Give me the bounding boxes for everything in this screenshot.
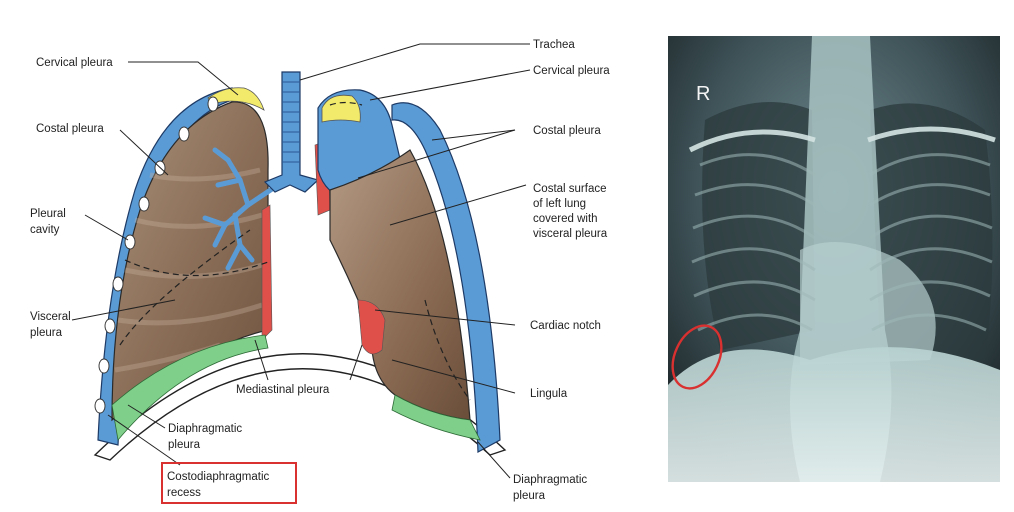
label-costal-surface-2: of left lung [533,198,586,210]
label-diaphragmatic-pleura-left-2: pleura [168,439,201,451]
label-visceral-pleura-2: pleura [30,327,63,339]
label-costal-surface-1: Costal surface [533,183,607,195]
label-diaphragmatic-pleura-right-2: pleura [513,490,546,502]
leader-lines [71,43,531,479]
right-diaphragmatic-pleura [111,334,269,441]
label-visceral-pleura-1: Visceral [30,311,71,323]
label-costal-pleura-right: Costal pleura [533,125,601,137]
label-lingula: Lingula [530,388,568,400]
label-costodiaphragmatic-recess-2: recess [167,487,201,499]
recess-highlight-box [161,462,297,504]
xray-side-marker: R [696,83,710,105]
fissure-lines [119,101,471,401]
left-diaphragmatic-pleura [391,394,481,441]
left-cervical-pleura [321,94,361,123]
label-cardiac-notch: Cardiac notch [530,320,601,332]
label-costal-surface-4: visceral pleura [533,228,608,240]
right-cervical-pleura [207,87,265,111]
cardiac-notch [357,299,386,355]
label-diaphragmatic-pleura-left-1: Diaphragmatic [168,423,242,435]
xray-clavicles [688,126,996,153]
label-pleural-cavity-2: cavity [30,224,60,236]
chest-xray: R [668,36,1000,482]
rib-sections [94,96,219,414]
xray-heart-shadow [800,242,936,365]
label-costal-surface-3: covered with [533,213,598,225]
left-costal-pleura [391,102,501,453]
label-trachea: Trachea [533,39,575,51]
label-mediastinal-pleura: Mediastinal pleura [236,384,330,396]
bronchial-tree [202,147,281,271]
label-cervical-pleura-right: Cervical pleura [533,65,610,77]
trachea-rings [282,81,300,163]
label-diaphragmatic-pleura-right-1: Diaphragmatic [513,474,587,486]
label-costal-pleura-left: Costal pleura [36,123,104,135]
right-mediastinal-strip [261,204,273,341]
label-costodiaphragmatic-recess-1: Costodiaphragmatic [167,471,270,483]
label-cervical-pleura-left: Cervical pleura [36,57,113,69]
xray-diaphragm [668,347,1000,482]
costophrenic-angle-circle [671,324,723,390]
anatomy-diagram: Cervical pleura Costal pleura Pleural ca… [30,39,610,504]
label-pleural-cavity-1: Pleural [30,208,66,220]
xray-ribs [691,153,993,332]
